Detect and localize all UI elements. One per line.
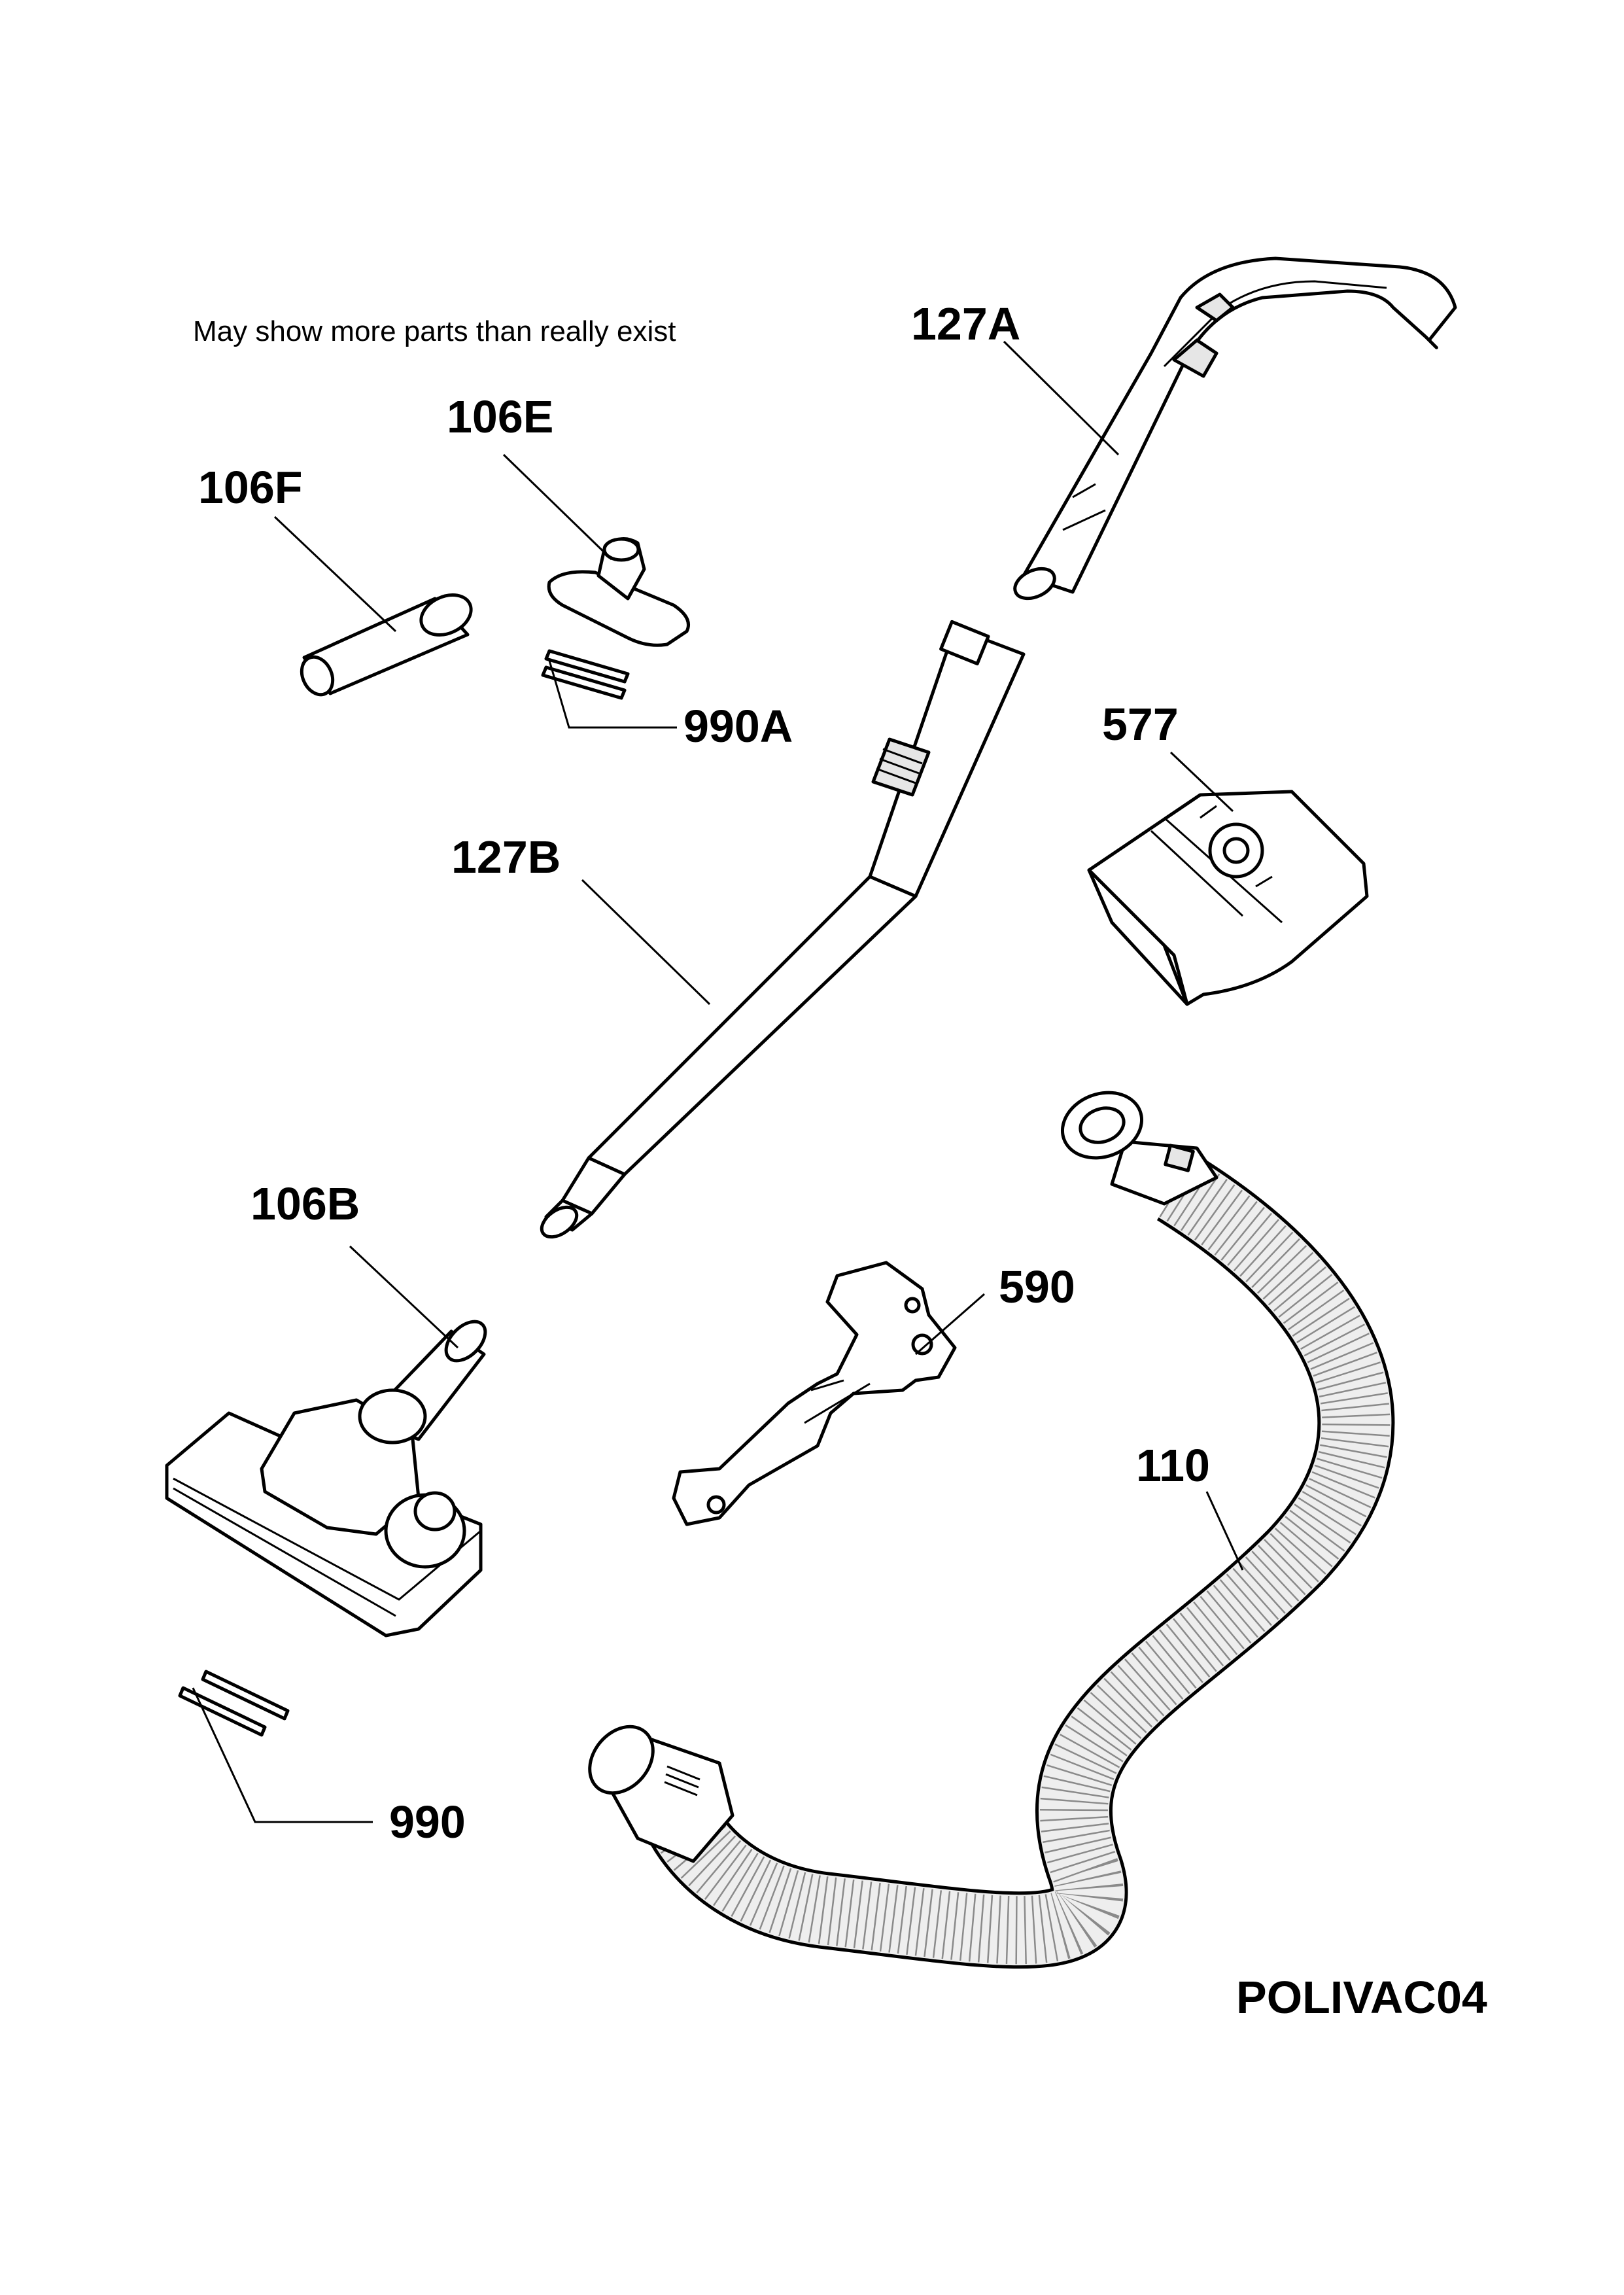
part-577-dust-bag-drawing	[1087, 790, 1369, 1006]
part-106e-nozzle-drawing	[547, 537, 690, 647]
label-590: 590	[999, 1261, 1075, 1312]
leader-106f	[273, 516, 397, 633]
label-106e: 106E	[447, 391, 554, 442]
label-990: 990	[389, 1796, 466, 1848]
label-127b: 127B	[451, 832, 561, 883]
part-990-strips-drawing	[178, 1670, 290, 1737]
label-990a: 990A	[683, 701, 793, 752]
disclaimer-note: May show more parts than really exist	[193, 315, 676, 347]
leader-127a	[1003, 340, 1120, 456]
part-127a-handle-drawing	[1013, 256, 1457, 601]
leader-110	[1205, 1491, 1244, 1571]
label-110: 110	[1136, 1440, 1210, 1491]
drawing-code: POLIVAC04	[1236, 1972, 1487, 2023]
label-106f: 106F	[198, 462, 303, 513]
part-106b-floor-nozzle-drawing	[165, 1320, 487, 1638]
label-127a: 127A	[911, 298, 1021, 349]
leader-590	[915, 1293, 985, 1356]
leader-127b	[581, 879, 711, 1006]
part-990a-strips-drawing	[541, 649, 630, 700]
part-590-bracket-drawing	[672, 1261, 957, 1526]
leader-577	[1169, 751, 1234, 813]
part-106f-crevice-tool-drawing	[300, 593, 473, 697]
label-106b: 106B	[251, 1178, 360, 1229]
leader-106e	[502, 453, 613, 561]
part-127b-tube-drawing	[540, 620, 1026, 1239]
leader-990	[192, 1687, 373, 1823]
leader-990a	[548, 660, 677, 729]
leader-lines	[192, 340, 1244, 1823]
part-110-hose-drawing	[588, 1091, 1395, 1969]
label-577: 577	[1102, 699, 1179, 750]
leader-106b	[349, 1245, 459, 1349]
